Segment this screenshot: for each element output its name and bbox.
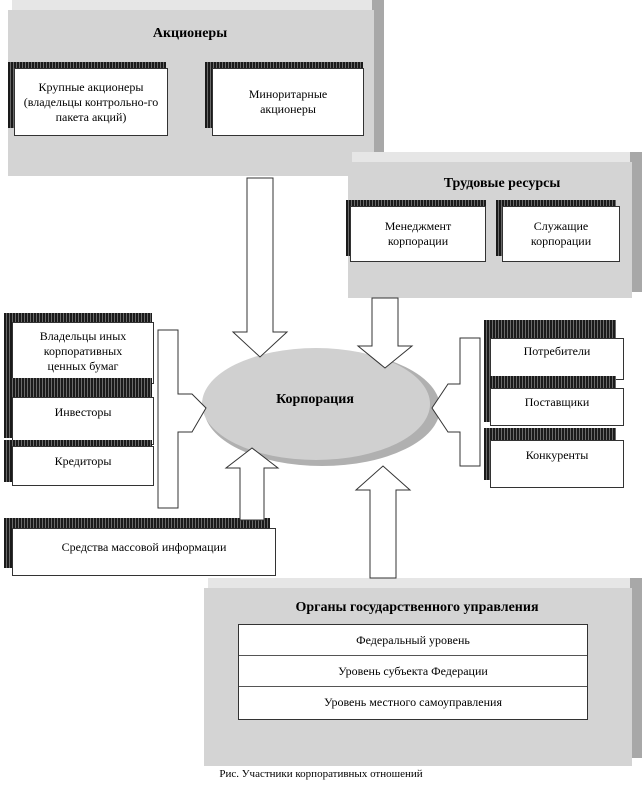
shareholders-title: Акционеры: [152, 26, 228, 41]
major-shareholders-box: Крупные акционеры (владельцы контрольно-…: [14, 68, 168, 136]
labor-title: Трудовые ресурсы: [443, 176, 561, 191]
media-box: Средства массовой информации: [12, 528, 276, 576]
arrow-from-media: [224, 447, 280, 521]
labor-group: Трудовые ресурсы Менеджмент корпорации С…: [344, 152, 642, 298]
level-subject: Уровень субъекта Федерации: [239, 656, 587, 687]
bracket-arrow-right: [431, 337, 481, 467]
suppliers-box: Поставщики: [490, 388, 624, 426]
creditors-box: Кредиторы: [12, 446, 154, 486]
employees-box: Служащие корпорации: [502, 206, 620, 262]
arrow-from-labor: [356, 297, 414, 369]
investors-box: Инвесторы: [12, 397, 154, 445]
management-box: Менеджмент корпорации: [350, 206, 486, 262]
government-title: Органы государственного управления: [295, 600, 539, 615]
minority-shareholders-box: Миноритарные акционеры: [212, 68, 364, 136]
competitors-box: Конкуренты: [490, 440, 624, 488]
government-levels-table: Федеральный уровень Уровень субъекта Фед…: [238, 624, 588, 720]
level-federal: Федеральный уровень: [239, 625, 587, 656]
bracket-arrow-left: [157, 329, 207, 509]
corporation-label: Корпорация: [276, 392, 354, 407]
corporation-ellipse: [202, 348, 430, 460]
arrow-from-shareholders: [231, 177, 289, 358]
shareholders-group: Акционеры Крупные акционеры (владельцы к…: [0, 0, 384, 176]
arrow-from-government: [354, 465, 412, 579]
level-local: Уровень местного самоуправления: [324, 695, 502, 709]
government-group: Органы государственного управления Федер…: [200, 578, 642, 766]
securities-owners-box: Владельцы иных корпоративных ценных бума…: [12, 322, 154, 384]
consumers-box: Потребители: [490, 338, 624, 380]
figure-caption: Рис. Участники корпоративных отношений: [219, 768, 423, 780]
